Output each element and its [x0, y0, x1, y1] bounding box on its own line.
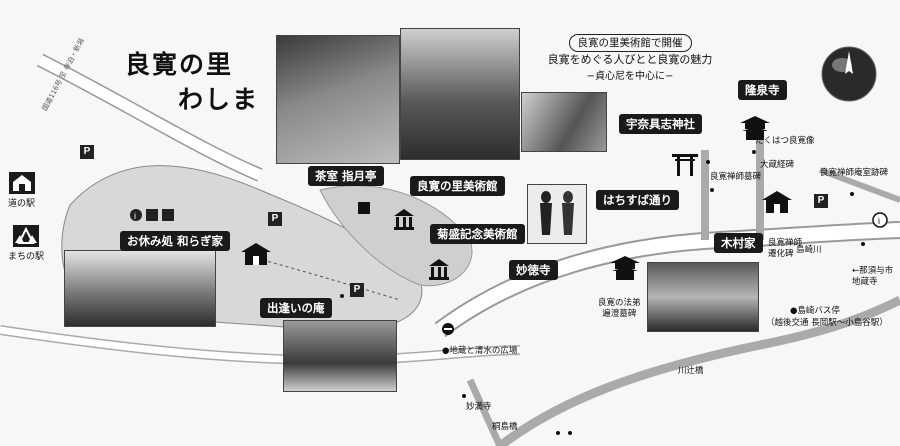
- label-kiriyoshi-bridge: 桐島橋: [492, 422, 518, 432]
- temple-icon: [740, 116, 770, 140]
- point-dot: [568, 431, 572, 435]
- legend-machi-no-eki: まちの駅: [8, 225, 44, 262]
- map-title-line1: 良寛の里: [125, 50, 234, 79]
- label-unabeshi-shrine: 宇奈具志神社: [619, 114, 702, 134]
- compass-globe-icon: [821, 46, 877, 102]
- house-icon: [762, 191, 792, 213]
- label-ansitsu-ato: 良寛禅師庵室跡碑: [820, 168, 889, 178]
- exhibition-venue: 良寛の里美術館で開催: [568, 34, 692, 52]
- photo-deai: [283, 320, 397, 392]
- facility-icons: i: [130, 209, 174, 221]
- legend-michi-no-eki: 道の駅: [8, 172, 35, 209]
- info-icon: [130, 209, 142, 221]
- label-kimuraya: 木村家: [714, 233, 763, 253]
- photo-kimuraya: [647, 262, 759, 332]
- label-bus-route: （越後交通 長岡駅〜小島谷駅）: [766, 318, 888, 328]
- figures-silhouette: [540, 191, 574, 235]
- exhibition-notice: 良寛の里美術館で開催 良寛をめぐる人びとと良寛の魅力 −貞心尼を中心に−: [530, 34, 730, 85]
- point-dot: [556, 431, 560, 435]
- chashitsu-marker: [358, 202, 370, 214]
- hachisuba-road-inner: [435, 223, 900, 336]
- restaurant-icon: [146, 209, 158, 221]
- label-chashitsu: 茶室 指月亭: [308, 166, 384, 186]
- parking-icon: P: [814, 194, 828, 208]
- road-east: [818, 167, 900, 203]
- point-dot: [706, 160, 710, 164]
- label-kikumori-museum: 菊盛記念美術館: [430, 224, 525, 244]
- photo-figures: [527, 184, 587, 244]
- label-chiji-hiroba: ●地蔵と清水の広場: [442, 346, 518, 356]
- parking-icon: P: [80, 145, 94, 159]
- michi-no-eki-icon: [8, 172, 35, 194]
- label-oyasumidokoro: お休み処 和らぎ家: [120, 231, 231, 251]
- legend-label-1: 道の駅: [8, 199, 36, 209]
- photo-museum: [400, 28, 520, 160]
- signal-icon: [442, 323, 454, 335]
- photo-oyasumidokoro: [64, 250, 216, 327]
- label-nasu-jizo: ←那須与市 地蔵寺: [852, 266, 894, 287]
- label-takuhatsu-statue: たくはつ良寛像: [755, 136, 815, 146]
- label-ryokan-bosho: 良寛禅師墓碑: [710, 172, 762, 182]
- svg-text:i: i: [134, 211, 136, 221]
- point-dot: [340, 294, 344, 298]
- route-116-inner: [37, 55, 263, 181]
- label-deai-no-iori: 出逢いの庵: [260, 298, 332, 318]
- river: [497, 295, 900, 446]
- point-dot: [861, 242, 865, 246]
- temple-icon: [610, 256, 640, 280]
- machi-no-eki-icon: [13, 225, 39, 247]
- label-daizo-kyohi: 大蔵経碑: [760, 160, 795, 170]
- label-senge-hi: 良寛禅師 遷化碑: [768, 238, 803, 259]
- point-dot: [850, 192, 854, 196]
- legend-label-2: まちの駅: [8, 252, 45, 262]
- info-icon: i: [872, 212, 888, 228]
- photo-statues: [521, 92, 607, 152]
- exhibition-subtitle: −貞心尼を中心に−: [586, 71, 674, 82]
- point-dot: [710, 188, 714, 192]
- hill-area: [319, 185, 473, 287]
- point-dot: [752, 150, 756, 154]
- label-shimazaki-river: 島崎川: [796, 245, 822, 255]
- parking-icon: P: [350, 283, 364, 297]
- label-shimazaki-bus: ●島崎バス停: [790, 306, 840, 316]
- parking-icon: P: [268, 212, 282, 226]
- map-title-line2: わしま: [178, 85, 260, 114]
- label-kawatsuji-bridge: 川辻橋: [678, 366, 704, 376]
- label-ryokan-museum: 良寛の里美術館: [410, 176, 505, 196]
- museum-icon: [394, 209, 414, 230]
- photo-chashitsu: [276, 35, 400, 164]
- label-hachisuba-dori: はちすば通り: [596, 190, 679, 210]
- road-bridge: [466, 378, 504, 446]
- label-ryusenji: 隆泉寺: [738, 80, 787, 100]
- label-myotokuji: 妙徳寺: [509, 260, 558, 280]
- shrine-gate-icon: [672, 154, 698, 176]
- exhibition-name: 良寛をめぐる人びとと良寛の魅力: [547, 53, 713, 66]
- point-dot: [462, 394, 466, 398]
- label-hotoke-hi: 良寛の法弟 遍澄墓碑: [598, 298, 641, 319]
- label-myomanji: 妙満寺: [466, 402, 492, 412]
- house-icon: [241, 243, 271, 265]
- museum-icon: [429, 259, 449, 280]
- toilet-icon: [162, 209, 174, 221]
- svg-text:i: i: [878, 216, 880, 226]
